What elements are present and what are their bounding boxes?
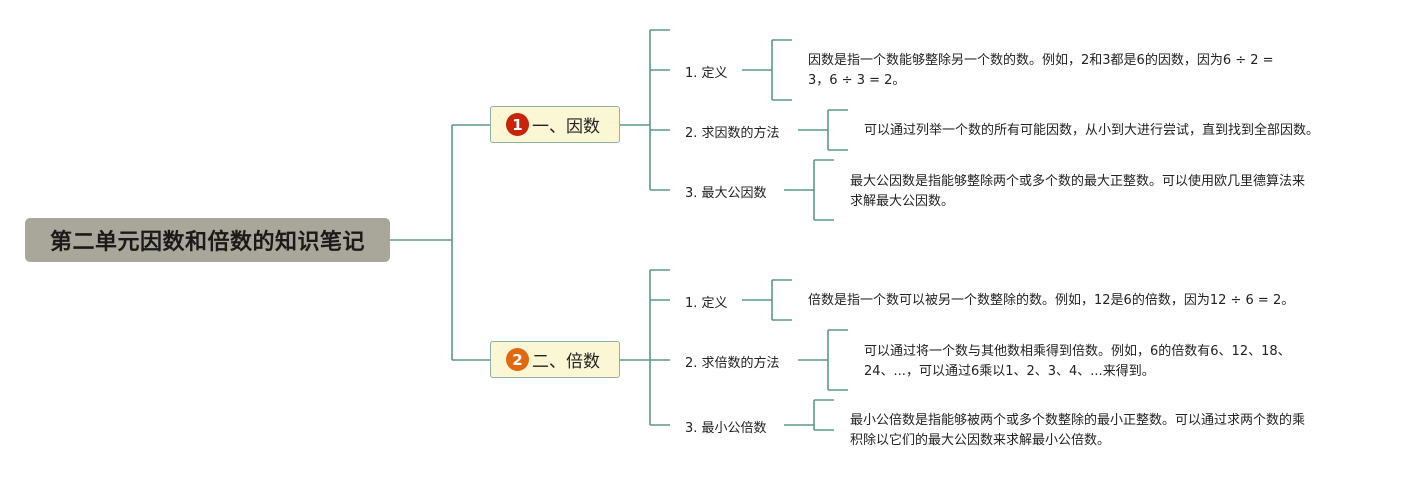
desc-line: 最大公因数是指能够整除两个或多个数的最大正整数。可以使用欧几里德算法来 bbox=[850, 174, 1306, 189]
desc-line: 24、...，可以通过6乘以1、2、3、4、...来得到。 bbox=[864, 364, 1155, 379]
subtopic-multiple-definition[interactable]: 1. 定义 bbox=[685, 296, 728, 311]
desc-multiple-definition[interactable]: 倍数是指一个数可以被另一个数整除的数。例如，12是6的倍数，因为12 ÷ 6 =… bbox=[808, 291, 1294, 311]
desc-line: 求解最大公因数。 bbox=[850, 194, 955, 209]
desc-multiple-method[interactable]: 可以通过将一个数与其他数相乘得到倍数。例如，6的倍数有6、12、18、 24、.… bbox=[864, 342, 1291, 382]
branch-label: 一、因数 bbox=[532, 117, 600, 137]
desc-line: 积除以它们的最大公因数来求解最小公倍数。 bbox=[850, 433, 1111, 448]
branch-multiples[interactable]: 2 二、倍数 bbox=[490, 341, 620, 378]
subtopic-gcd[interactable]: 3. 最大公因数 bbox=[685, 186, 767, 201]
number-badge-1: 1 bbox=[506, 113, 529, 136]
subtopic-multiple-method[interactable]: 2. 求倍数的方法 bbox=[685, 356, 780, 371]
subtopic-lcm[interactable]: 3. 最小公倍数 bbox=[685, 421, 767, 436]
desc-line: 可以通过列举一个数的所有可能因数，从小到大进行尝试，直到找到全部因数。 bbox=[864, 123, 1320, 138]
desc-line: 可以通过将一个数与其他数相乘得到倍数。例如，6的倍数有6、12、18、 bbox=[864, 344, 1291, 359]
root-title: 第二单元因数和倍数的知识笔记 bbox=[49, 230, 365, 255]
desc-lcm[interactable]: 最小公倍数是指能够被两个或多个数整除的最小正整数。可以通过求两个数的乘 积除以它… bbox=[850, 411, 1305, 451]
number-badge-2: 2 bbox=[506, 348, 529, 371]
desc-line: 倍数是指一个数可以被另一个数整除的数。例如，12是6的倍数，因为12 ÷ 6 =… bbox=[808, 293, 1295, 308]
subtopic-factor-method[interactable]: 2. 求因数的方法 bbox=[685, 126, 780, 141]
branch-label: 二、倍数 bbox=[532, 352, 600, 372]
root-topic[interactable]: 第二单元因数和倍数的知识笔记 bbox=[25, 218, 390, 262]
desc-factor-definition[interactable]: 因数是指一个数能够整除另一个数的数。例如，2和3都是6的因数，因为6 ÷ 2 =… bbox=[808, 51, 1274, 91]
desc-gcd[interactable]: 最大公因数是指能够整除两个或多个数的最大正整数。可以使用欧几里德算法来 求解最大… bbox=[850, 172, 1305, 212]
desc-factor-method[interactable]: 可以通过列举一个数的所有可能因数，从小到大进行尝试，直到找到全部因数。 bbox=[864, 121, 1319, 141]
subtopic-factor-definition[interactable]: 1. 定义 bbox=[685, 66, 728, 81]
desc-line: 3，6 ÷ 3 = 2。 bbox=[808, 73, 906, 88]
branch-factors[interactable]: 1 一、因数 bbox=[490, 106, 620, 143]
desc-line: 最小公倍数是指能够被两个或多个数整除的最小正整数。可以通过求两个数的乘 bbox=[850, 413, 1306, 428]
desc-line: 因数是指一个数能够整除另一个数的数。例如，2和3都是6的因数，因为6 ÷ 2 = bbox=[808, 53, 1274, 68]
